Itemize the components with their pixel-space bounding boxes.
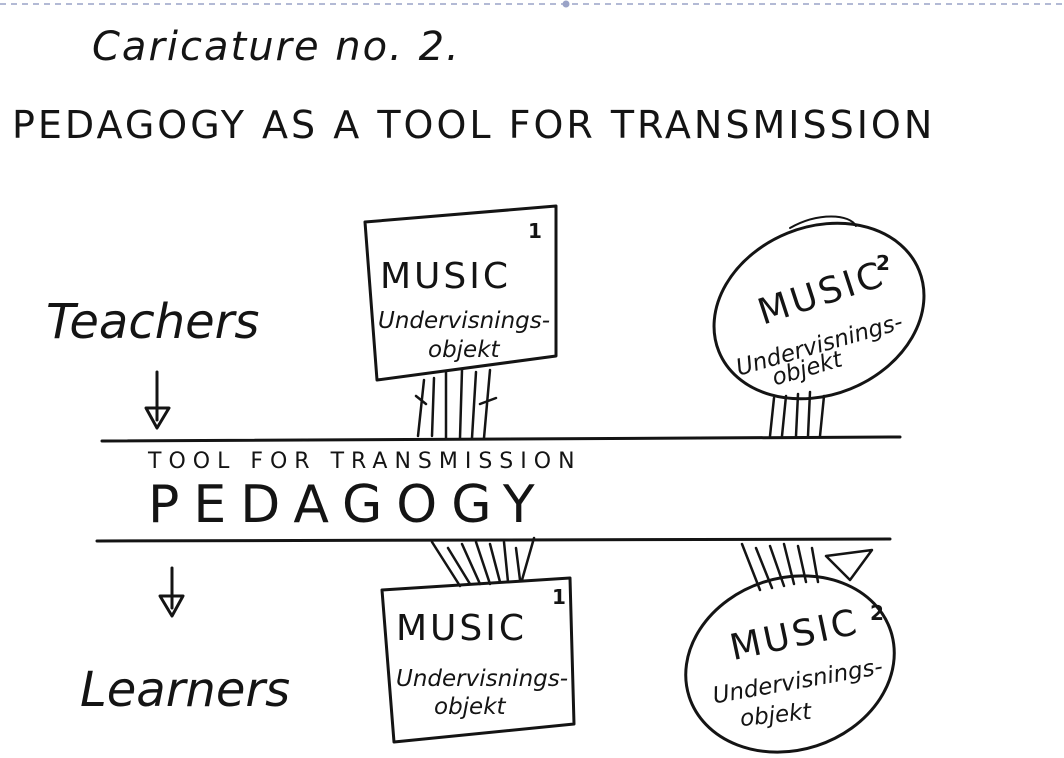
- music-title: MUSIC: [726, 602, 863, 669]
- teachers-arrow-icon: [144, 370, 171, 430]
- learners-arrow-icon: [158, 566, 185, 618]
- music-superscript: 1: [528, 219, 542, 243]
- band-pedagogy-label: PEDAGOGY: [148, 475, 549, 535]
- music-subtitle-line2: objekt: [739, 699, 814, 732]
- music-object-bottom-right: MUSIC 2 Undervisnings- objekt: [684, 542, 896, 754]
- band-bottom-line: [95, 537, 892, 543]
- learners-label: Learners: [80, 662, 290, 718]
- music-object-top-left: MUSIC 1 Undervisnings- objekt: [363, 204, 558, 440]
- music-superscript: 1: [552, 585, 566, 609]
- music-subtitle-line2: objekt: [434, 694, 507, 720]
- music-subtitle-line2: objekt: [428, 337, 501, 363]
- music-object-top-right: MUSIC 2 Undervisnings- objekt: [712, 215, 926, 438]
- music-superscript: 2: [876, 251, 890, 275]
- top-border-handle: [562, 0, 570, 8]
- caricature-subtitle: Caricature no. 2.: [92, 24, 461, 70]
- band-caption: TOOL FOR TRANSMISSION: [147, 449, 582, 474]
- music-title: MUSIC: [396, 608, 527, 649]
- music-subtitle-line1: Undervisnings-: [396, 666, 568, 692]
- page-title: PEDAGOGY AS A TOOL FOR TRANSMISSION: [12, 103, 935, 147]
- music-object-bottom-left: MUSIC 1 Undervisnings- objekt: [380, 536, 576, 744]
- music-subtitle-line1: Undervisnings-: [378, 308, 550, 334]
- music-superscript: 2: [870, 601, 884, 625]
- teachers-label: Teachers: [46, 294, 259, 350]
- band-top-line: [100, 435, 902, 443]
- music-title: MUSIC: [380, 256, 511, 297]
